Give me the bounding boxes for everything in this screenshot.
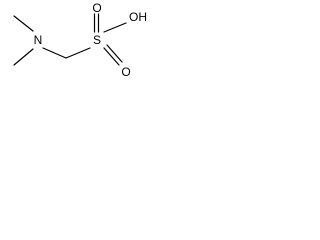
bond-n-bottom-methyl	[13, 48, 34, 66]
oxygen-top-label: O	[92, 1, 101, 15]
bond-lines	[13, 13, 127, 66]
bond-s-oh	[103, 22, 127, 33]
chemical-structure: N S O O OH	[13, 1, 147, 79]
bond-s-o-bottom-double-1	[103, 47, 120, 66]
bond-s-o-bottom-double-2	[106, 44, 123, 63]
oxygen-bottom-label: O	[121, 65, 130, 79]
sulfur-label: S	[93, 33, 101, 47]
nitrogen-label: N	[34, 33, 43, 47]
hydroxyl-label: OH	[129, 10, 147, 24]
bond-top-methyl-n	[13, 15, 34, 32]
bond-ch2-s	[65, 47, 91, 59]
bond-n-ch2	[42, 47, 67, 59]
